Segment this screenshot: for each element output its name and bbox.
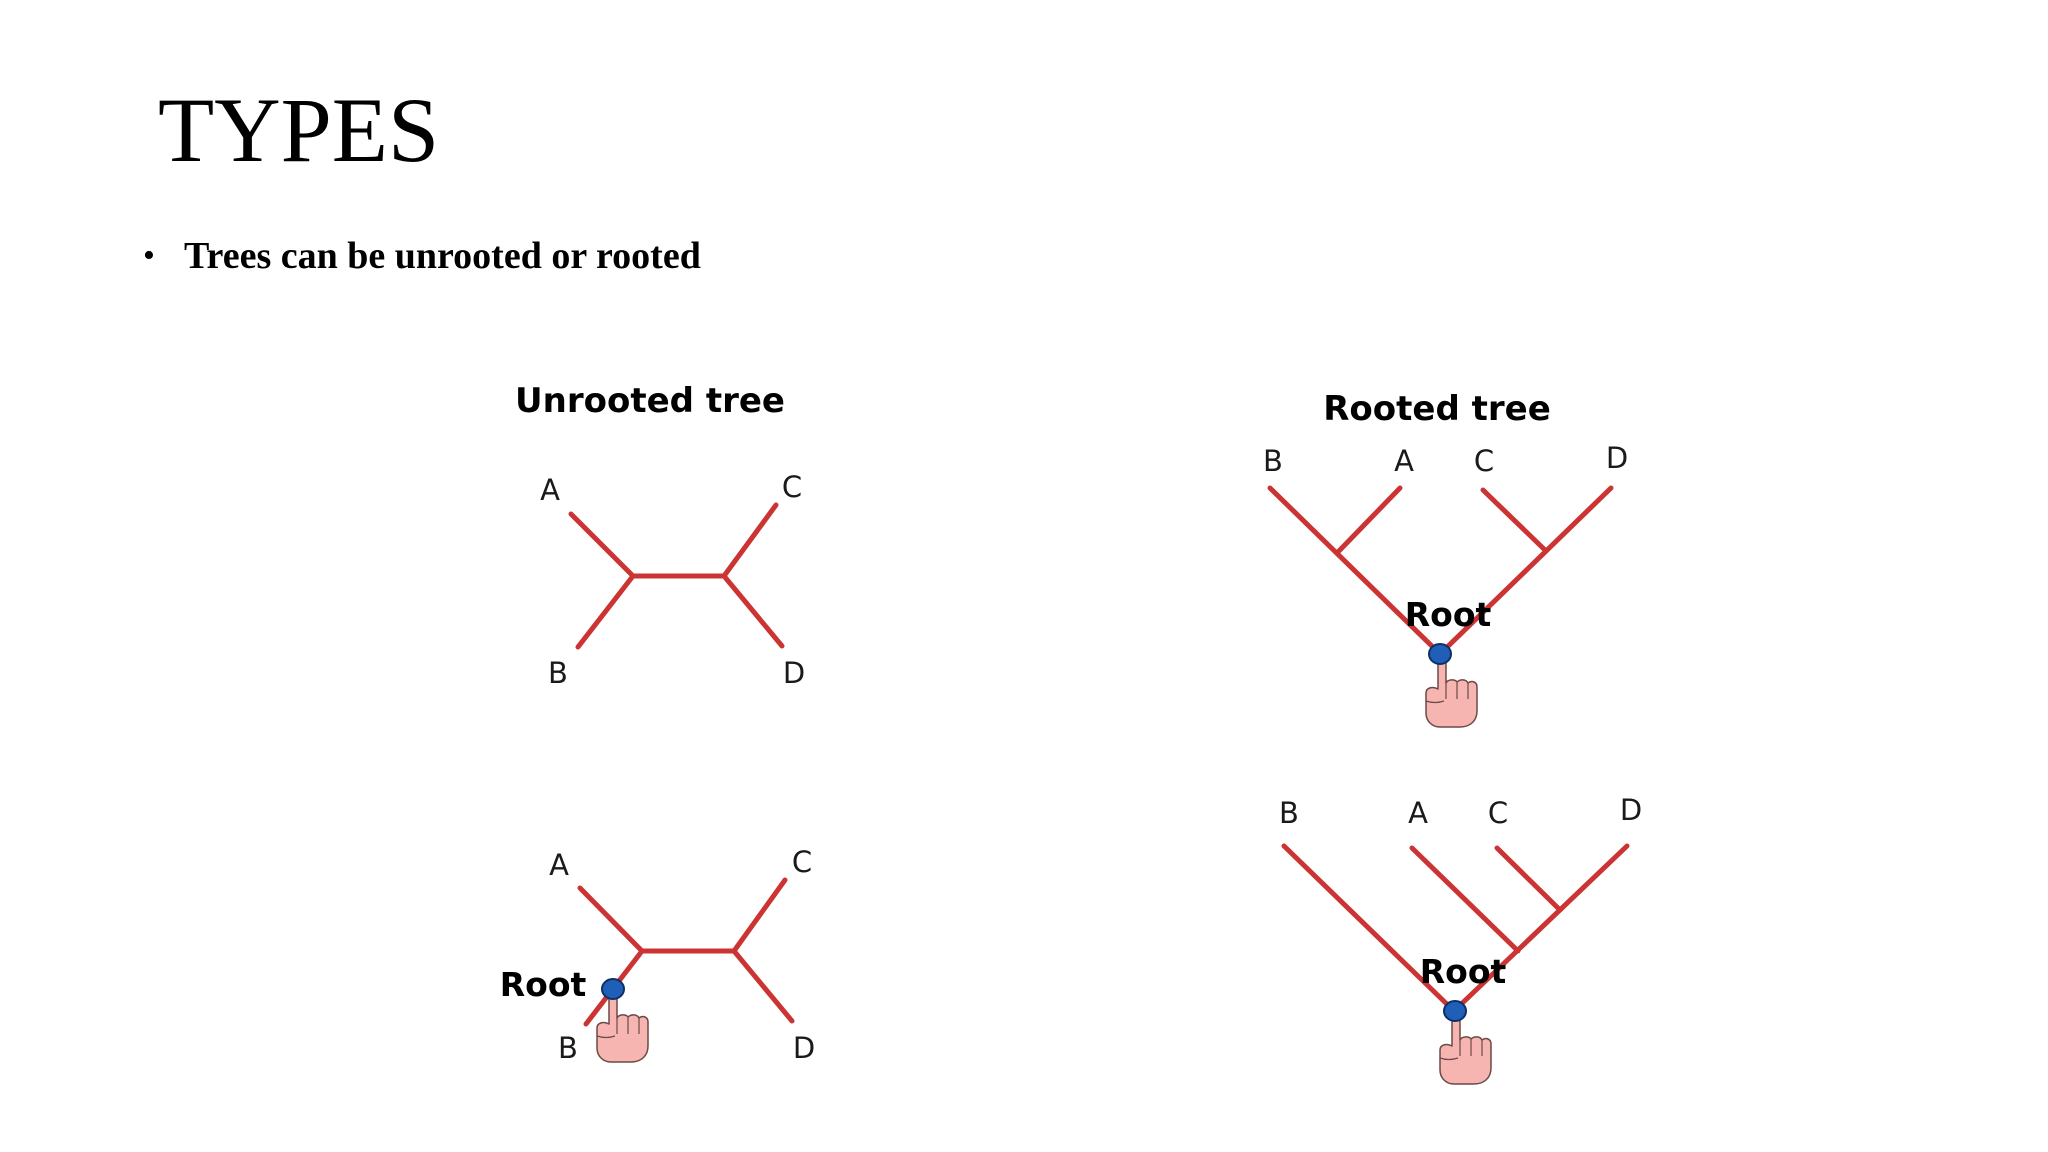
leaf-label-a: A (540, 473, 560, 507)
leaf-label-a: A (549, 848, 569, 882)
unrooted-tree-bottom: A B C D Root (500, 845, 815, 1065)
branch (731, 877, 788, 954)
branch (721, 502, 779, 579)
leaf-label-b: B (1263, 444, 1283, 478)
leaf-label-a: A (1408, 796, 1428, 830)
rooted-tree-top: Rooted tree B A C D Root (1263, 389, 1628, 728)
root-label: Root (1420, 952, 1507, 991)
branch (1451, 843, 1630, 1014)
branch (721, 573, 785, 649)
unrooted-tree-top: Unrooted tree A B C D (515, 381, 805, 690)
bullet-marker: • (143, 237, 155, 274)
bullet-text: Trees can be unrooted or rooted (184, 235, 701, 277)
leaf-label-b: B (548, 656, 568, 690)
branch (1494, 845, 1563, 913)
pointing-hand-icon (1439, 1008, 1492, 1085)
leaf-label-b: B (1279, 796, 1299, 830)
branch (577, 885, 645, 954)
root-node (1428, 643, 1452, 665)
rooted-tree-heading: Rooted tree (1323, 389, 1551, 429)
branch (1281, 843, 1457, 1014)
branch (1335, 485, 1403, 555)
slide-title: TYPES (158, 79, 440, 181)
root-node (1443, 1000, 1467, 1022)
leaf-label-d: D (793, 1031, 815, 1065)
leaf-label-d: D (783, 656, 805, 690)
leaf-label-c: C (782, 470, 802, 504)
branch (1267, 485, 1443, 657)
unrooted-tree-heading: Unrooted tree (515, 381, 785, 421)
root-label: Root (1405, 595, 1492, 634)
branch (575, 573, 636, 650)
branch (731, 948, 795, 1024)
leaf-label-d: D (1606, 441, 1628, 475)
branch (1437, 485, 1614, 657)
branch (568, 511, 636, 579)
leaf-label-c: C (1474, 444, 1494, 478)
rooted-tree-bottom: B A C D Root (1279, 793, 1642, 1085)
branch (1480, 487, 1549, 554)
leaf-label-b: B (558, 1031, 578, 1065)
leaf-label-d: D (1620, 793, 1642, 827)
leaf-label-a: A (1394, 444, 1414, 478)
branch (1409, 845, 1521, 954)
leaf-label-c: C (1488, 796, 1508, 830)
root-label: Root (500, 965, 587, 1004)
root-node (601, 978, 625, 1000)
leaf-label-c: C (792, 845, 812, 879)
